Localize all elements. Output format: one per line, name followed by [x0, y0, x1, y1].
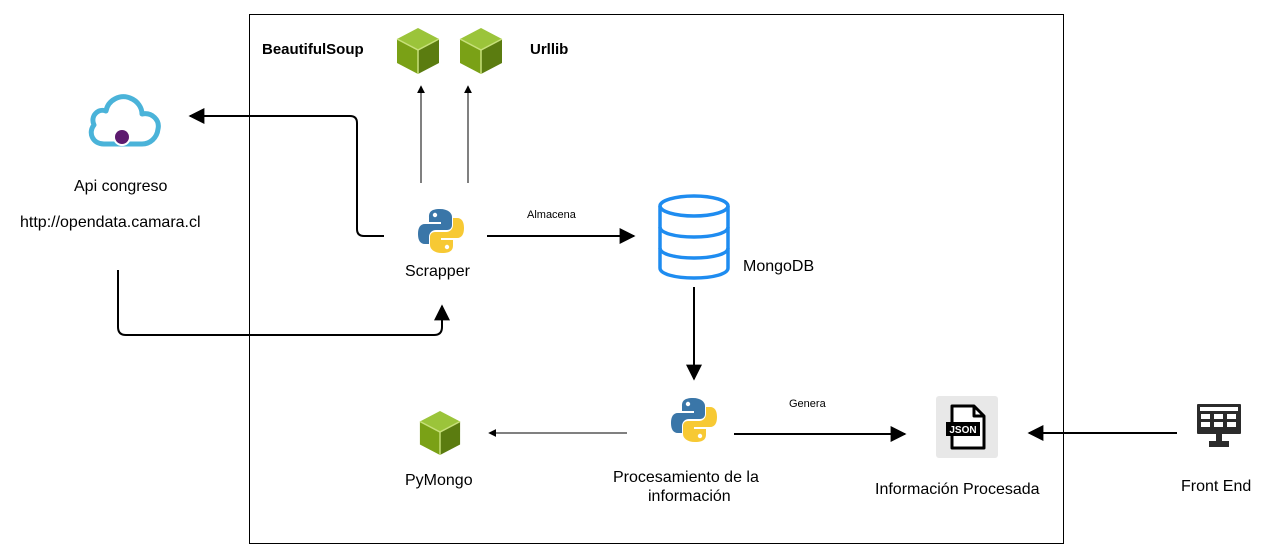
json-badge: JSON: [949, 425, 976, 436]
mongodb-label: MongoDB: [743, 258, 815, 275]
informacion-label: Información Procesada: [875, 481, 1040, 498]
edge-label-genera: Genera: [789, 398, 826, 410]
cloud-api-icon: [88, 94, 161, 147]
procesamiento-label-line1: Procesamiento de la: [613, 469, 759, 486]
api-url: http://opendata.camara.cl: [20, 214, 201, 231]
edge-api-scrapper: [117, 270, 450, 336]
beautifulsoup-label: BeautifulSoup: [262, 41, 364, 58]
package-cube-icon: [419, 411, 461, 455]
python-icon: [671, 398, 717, 442]
urllib-label: Urllib: [530, 41, 569, 58]
frontend-label: Front End: [1181, 478, 1252, 495]
scrapper-label: Scrapper: [405, 263, 470, 280]
pymongo-label: PyMongo: [405, 472, 473, 489]
python-icon: [418, 209, 464, 253]
system-boundary: [249, 14, 1064, 544]
database-icon: [658, 194, 730, 280]
edge-scrapper-api: [188, 108, 384, 237]
edge-label-almacena: Almacena: [527, 209, 576, 221]
monitor-icon: [1197, 404, 1241, 447]
package-cube-icon: [459, 28, 503, 74]
package-cube-icon: [396, 28, 440, 74]
api-label: Api congreso: [74, 178, 168, 195]
json-file-icon: JSON: [936, 396, 998, 458]
procesamiento-label-line2: información: [648, 488, 731, 505]
